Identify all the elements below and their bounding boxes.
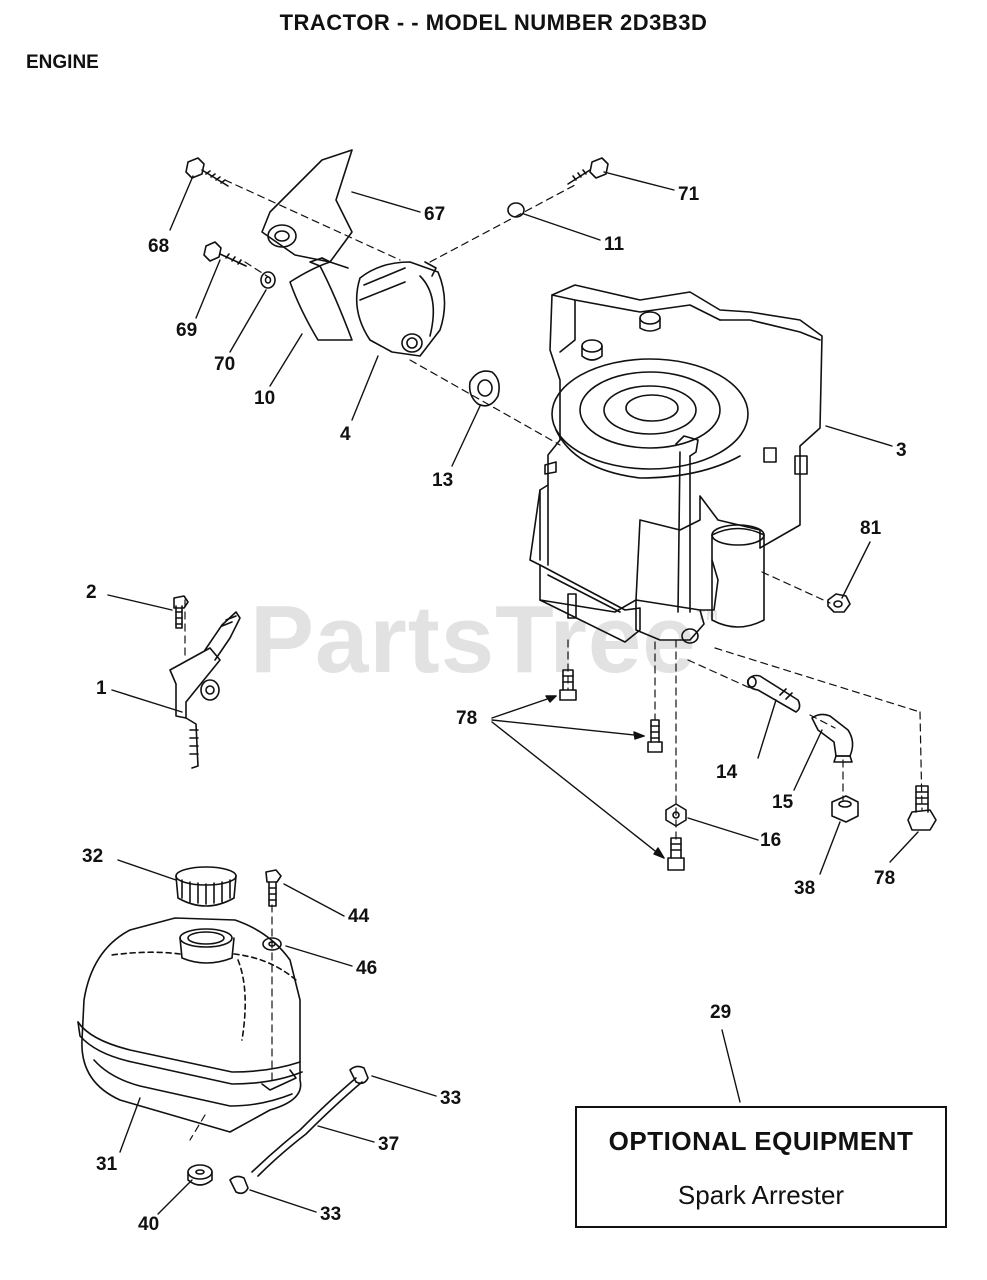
- fuel-cap-32: [175, 866, 237, 907]
- callout-2[interactable]: 2: [86, 582, 97, 603]
- callout-33-lower[interactable]: 33: [320, 1204, 342, 1225]
- callout-44[interactable]: 44: [348, 906, 370, 927]
- bolt-69: [203, 241, 247, 267]
- engine-3: [529, 284, 823, 644]
- optional-equipment-heading: OPTIONAL EQUIPMENT: [608, 1126, 914, 1156]
- callout-40[interactable]: 40: [138, 1214, 160, 1235]
- callout-71[interactable]: 71: [678, 184, 700, 205]
- callout-4[interactable]: 4: [340, 424, 351, 445]
- callout-32[interactable]: 32: [82, 846, 104, 867]
- bolt-71: [567, 157, 609, 185]
- leader-lines: [107, 171, 919, 1215]
- fuel-line-37: [251, 1077, 363, 1177]
- drain-nipple-14: [746, 674, 801, 713]
- assembly-lines: [184, 179, 923, 1141]
- callout-1[interactable]: 1: [96, 678, 107, 699]
- callout-68[interactable]: 68: [148, 236, 170, 257]
- muffler-4: [355, 261, 446, 357]
- bolt-78-b: [647, 719, 663, 753]
- callout-13[interactable]: 13: [432, 470, 454, 491]
- grommet-40: [187, 1164, 213, 1186]
- nut-81: [827, 593, 851, 613]
- cap-38: [831, 795, 859, 823]
- leader-78-multi: [491, 695, 665, 859]
- bolt-78-c: [667, 837, 685, 871]
- clamp-33-a: [349, 1065, 369, 1085]
- screw-2: [173, 595, 189, 629]
- callout-46[interactable]: 46: [356, 958, 378, 979]
- callout-31[interactable]: 31: [96, 1154, 118, 1175]
- callout-38[interactable]: 38: [794, 878, 816, 899]
- callout-67[interactable]: 67: [424, 204, 446, 225]
- bracket-67: [261, 149, 353, 263]
- callout-16[interactable]: 16: [760, 830, 782, 851]
- gasket-13: [468, 370, 500, 407]
- callout-14[interactable]: 14: [716, 762, 738, 783]
- washer-16: [665, 803, 687, 827]
- fuel-tank-31: [77, 917, 303, 1133]
- callout-81[interactable]: 81: [860, 518, 882, 539]
- callout-37[interactable]: 37: [378, 1134, 400, 1155]
- callout-15[interactable]: 15: [772, 792, 794, 813]
- heat-shield-10: [289, 257, 353, 341]
- callout-3[interactable]: 3: [896, 440, 907, 461]
- callout-78-single[interactable]: 78: [874, 868, 896, 889]
- callout-11[interactable]: 11: [604, 234, 625, 255]
- screw-68: [185, 157, 229, 187]
- spark-arrester-label[interactable]: Spark Arrester: [677, 1180, 845, 1210]
- screw-44: [265, 869, 282, 907]
- elbow-15: [811, 713, 854, 763]
- callout-70[interactable]: 70: [214, 354, 236, 375]
- callout-69[interactable]: 69: [176, 320, 198, 341]
- callout-29[interactable]: 29: [710, 1002, 732, 1023]
- callout-78-multi[interactable]: 78: [456, 708, 478, 729]
- diagram-title: TRACTOR - - MODEL NUMBER 2D3B3D: [279, 10, 708, 35]
- clamp-33-b: [229, 1175, 249, 1195]
- optional-equipment-box: OPTIONAL EQUIPMENT Spark Arrester: [575, 1106, 947, 1228]
- lockwasher-11: [507, 202, 525, 218]
- callout-10[interactable]: 10: [254, 388, 276, 409]
- section-label: ENGINE: [26, 52, 99, 73]
- bolt-78-a: [559, 669, 577, 701]
- bolt-78-d: [907, 785, 937, 831]
- callout-33-upper[interactable]: 33: [440, 1088, 462, 1109]
- washer-70: [260, 271, 276, 289]
- throttle-control-1: [169, 611, 241, 769]
